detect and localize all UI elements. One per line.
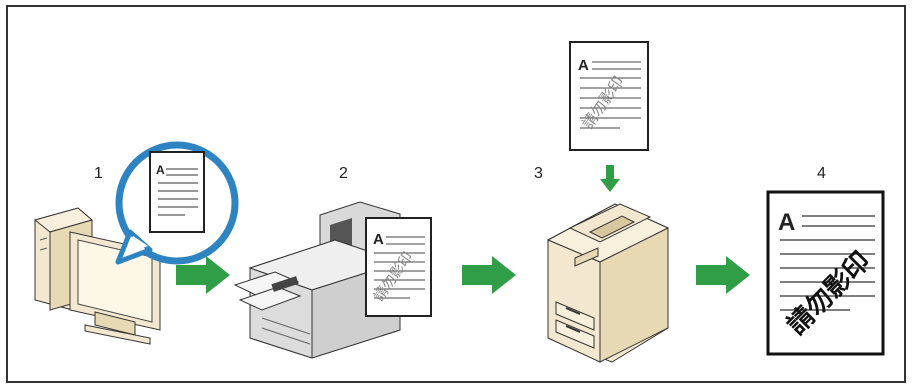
printed-doc-letter: A: [373, 231, 384, 248]
step-2-number: 2: [339, 165, 348, 182]
copied-doc-letter: A: [778, 209, 795, 236]
step-3-number: 3: [534, 165, 543, 182]
arrow-2-icon: [462, 256, 516, 294]
step-1-speech-bubble: A: [115, 141, 239, 265]
arrow-3-icon: [696, 256, 750, 294]
bubble-doc-letter: A: [156, 163, 165, 177]
step-2-printed-document: A 請勿影印: [365, 217, 432, 317]
step-3-original-document: A 請勿影印: [569, 41, 649, 151]
arrow-down-icon: [600, 165, 620, 192]
step-1-computer-icon: [33, 207, 161, 345]
original-doc-letter: A: [578, 57, 589, 74]
step-4-number: 4: [817, 165, 826, 182]
arrow-1-icon: [176, 256, 230, 294]
step-3-copier-icon: [546, 203, 670, 363]
step-1-number: 1: [94, 165, 103, 182]
step-4-copied-document: A 請勿影印: [766, 190, 885, 356]
